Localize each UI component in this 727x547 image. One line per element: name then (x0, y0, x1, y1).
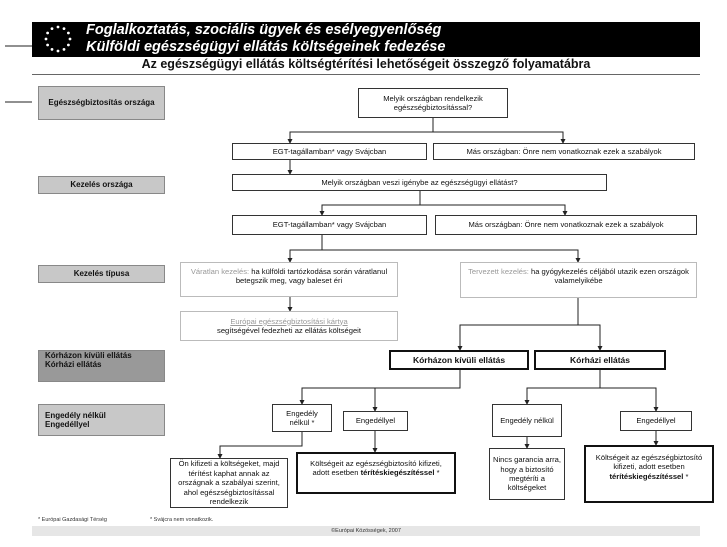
unexpected-label: Váratlan kezelés: (190, 267, 250, 276)
covered2-text: Költségeit az egészségbiztosító kifizeti… (595, 453, 703, 472)
eu-star-icon (50, 48, 54, 51)
box-with-authorisation-1: Engedéllyel (343, 411, 408, 431)
eu-star-icon (56, 49, 60, 53)
page-title: Foglalkoztatás, szociális ügyek és esély… (86, 22, 442, 38)
side-label-authorisation: Engedély nélkül Engedéllyel (38, 404, 165, 436)
page-subtitle: Külföldi egészségügyi ellátás költségein… (86, 39, 446, 55)
side-label-care-type: Kórházon kívüli ellátás Kórházi ellátás (38, 350, 165, 382)
covered2-tail: * (683, 471, 689, 481)
side-label-care-line1: Kórházon kívüli ellátás (45, 351, 132, 360)
covered1-text: Költségeit az egészségbiztosító kifizeti… (310, 459, 442, 478)
footnote-swiss: * Svájcra nem vonatkozik. (150, 517, 214, 523)
box-question-insured-country: Melyik országban rendelkezik egészségbiz… (358, 88, 508, 118)
eu-star-icon (44, 37, 48, 41)
covered2-bold: térítéskiegészítéssel (609, 471, 684, 481)
box-other-country-1: Más országban: Önre nem vonatkoznak ezek… (433, 143, 695, 160)
box-no-guarantee: Nincs garancia arra, hogy a biztosító me… (489, 448, 565, 500)
side-label-insurance-country: Egészségbiztosítás országa (38, 86, 165, 120)
box-question-treatment-country: Melyik országban veszi igénybe az egészs… (232, 174, 607, 191)
footer-bar (32, 526, 700, 536)
planned-text: ha gyógykezelés céljából utazik ezen ors… (528, 267, 689, 286)
eu-star-icon (46, 43, 49, 47)
box-with-authorisation-2: Engedéllyel (620, 411, 692, 431)
footer-copyright: ©Európai Közösségek, 2007 (331, 528, 401, 534)
box-ehic: Európai egészségbiztosítási kártya segít… (180, 311, 398, 341)
box-no-authorisation-1: Engedély nélkül * (272, 404, 332, 432)
eu-star-icon (62, 27, 66, 30)
ehic-label: Európai egészségbiztosítási kártya (230, 316, 348, 326)
box-planned-treatment: Tervezett kezelés: ha gyógykezelés céljá… (460, 262, 697, 298)
eu-star-icon (50, 27, 54, 30)
box-no-authorisation-2: Engedély nélkül (492, 404, 562, 437)
box-unexpected-treatment: Váratlan kezelés: ha külföldi tartózkodá… (180, 262, 398, 297)
diagram-title: Az egészségügyi ellátás költségtérítési … (141, 57, 591, 71)
covered1-bold: térítéskiegészítéssel (360, 468, 435, 478)
unexpected-text: ha külföldi tartózkodása során váratlanu… (235, 267, 388, 286)
box-hospital-care: Kórházi ellátás (534, 350, 666, 370)
side-label-auth-line2: Engedéllyel (45, 420, 90, 429)
footnote-eea: * Európai Gazdasági Térség (38, 517, 107, 523)
covered1-tail: * (434, 468, 440, 478)
title-banner (32, 22, 700, 57)
eu-star-icon (67, 43, 70, 47)
box-covered-with-supplement-1: Költségeit az egészségbiztosító kifizeti… (296, 452, 456, 494)
box-covered-with-supplement-2: Költségeit az egészségbiztosító kifizeti… (584, 445, 714, 503)
eu-star-icon (67, 31, 70, 35)
box-other-country-2: Más országban: Önre nem vonatkoznak ezek… (435, 215, 697, 235)
side-label-treatment-country: Kezelés országa (38, 176, 165, 194)
eu-star-icon (46, 31, 49, 35)
box-outpatient-care: Kórházon kívüli ellátás (389, 350, 529, 370)
eu-star-icon (62, 48, 66, 51)
box-pay-and-refund: Ön kifizeti a költségeket, majd térítést… (170, 458, 288, 508)
ehic-text: segítségével fedezheti az ellátás költsé… (217, 326, 361, 335)
eu-star-icon (68, 37, 72, 41)
eu-star-icon (56, 25, 60, 29)
side-label-treatment-type: Kezelés típusa (38, 265, 165, 283)
side-label-care-line2: Kórházi ellátás (45, 360, 102, 370)
divider (32, 74, 700, 75)
box-eea-member-1: EGT-tagállamban* vagy Svájcban (232, 143, 427, 160)
planned-label: Tervezett kezelés: (468, 267, 529, 276)
box-eea-member-2: EGT-tagállamban* vagy Svájcban (232, 215, 427, 235)
side-label-auth-line1: Engedély nélkül (45, 410, 106, 420)
